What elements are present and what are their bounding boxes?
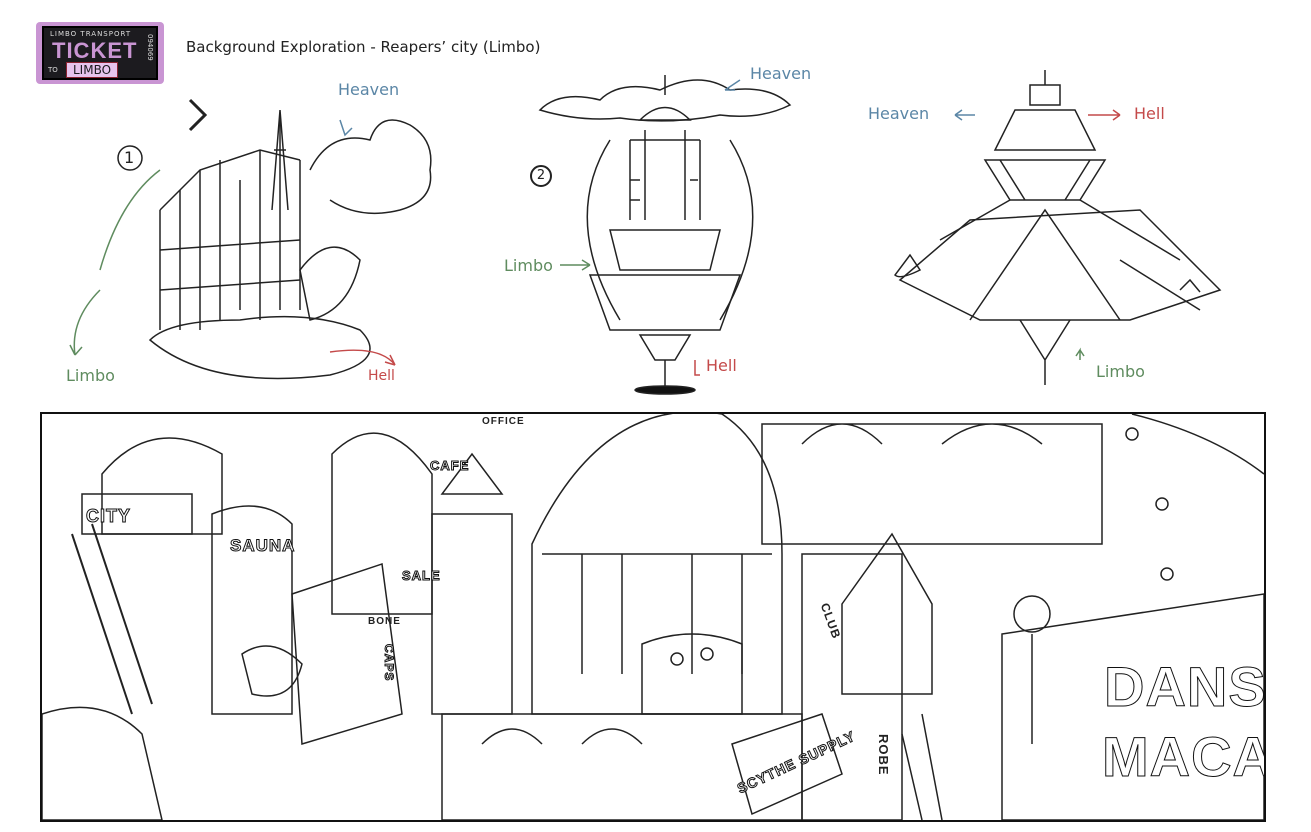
sketch-1-floating-city	[69, 98, 432, 380]
sketch-2-heaven-label: Heaven	[750, 64, 812, 83]
logo-main-text: TICKET	[52, 38, 138, 63]
city-panorama-panel: CITY SAUNA CAFE OFFICE SALE BONE CAPS CL…	[40, 412, 1266, 822]
sign-sale: SALE	[402, 568, 441, 584]
sketch-3-hell-label: Hell	[1134, 104, 1165, 123]
sketch-1-limbo-label: Limbo	[66, 366, 115, 385]
sign-robe: ROBE	[876, 734, 891, 776]
sketch-1-number: 1	[124, 148, 135, 167]
sketch-1-heaven-label: Heaven	[338, 80, 400, 99]
sign-caps: CAPS	[382, 643, 397, 682]
sketch-2-number: 2	[530, 165, 552, 187]
logo-serial: 094069	[146, 34, 154, 61]
sketch-3-limbo-label: Limbo	[1096, 362, 1145, 381]
sign-office: OFFICE	[482, 416, 525, 427]
sign-city: CITY	[85, 506, 132, 527]
sketch-3-spindle-city	[894, 70, 1222, 385]
sign-macabre: MACA	[1102, 725, 1266, 789]
sketch-3-heaven-label: Heaven	[868, 104, 930, 123]
logo-to-text: TO	[48, 66, 58, 74]
logo-dest-text: LIMBO	[66, 62, 119, 78]
sketch-1-hell-label: Hell	[368, 368, 395, 384]
sketch-2-limbo-label: Limbo	[504, 256, 553, 275]
sketch-2-hell-label: Hell	[706, 356, 737, 375]
city-panorama-drawing	[42, 414, 1264, 820]
sign-sauna: SAUNA	[229, 536, 296, 556]
ticket-to-limbo-logo: LIMBO TRANSPORT TICKET TO LIMBO 094069	[36, 22, 164, 84]
sketch-2-tower-city	[538, 75, 792, 395]
page-title: Background Exploration - Reapers’ city (…	[186, 38, 541, 56]
logo-top-text: LIMBO TRANSPORT	[50, 30, 132, 38]
sign-bone: BONE	[368, 616, 401, 627]
sign-danse: DANS	[1104, 655, 1266, 719]
sign-cafe: CAFE	[429, 458, 470, 474]
